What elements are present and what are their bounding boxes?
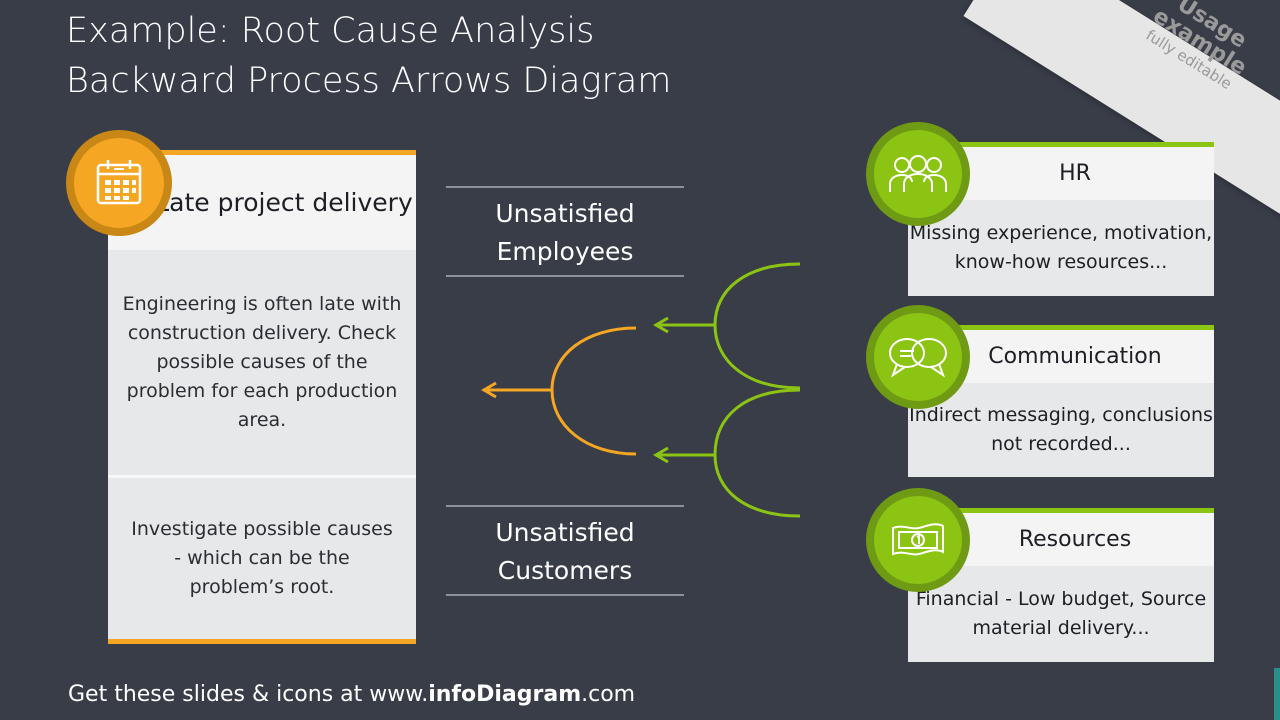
problem-card: Late project delivery Engineering is oft… [108, 150, 416, 644]
footer-text: Get these slides & icons at www.infoDiag… [68, 682, 635, 707]
orange-fork [550, 326, 637, 456]
cause-card-description: Indirect messaging, conclusions not reco… [908, 383, 1214, 477]
footer-suffix: .com [581, 682, 636, 707]
footer-brand[interactable]: infoDiagram [428, 682, 582, 707]
problem-card-description: Engineering is often late with construct… [122, 293, 402, 431]
banknote-icon [892, 523, 944, 556]
backward-arrows-diagram [481, 262, 801, 518]
cause-card-description: Financial - Low budget, Source material … [908, 566, 1214, 662]
people-group-icon [889, 155, 947, 192]
communication-icon-circle [866, 305, 970, 409]
calendar-icon [96, 160, 142, 205]
corner-accent [1274, 668, 1280, 720]
resources-icon-circle [866, 488, 970, 592]
title-line-1: Example: Root Cause Analysis [66, 11, 595, 51]
green-upper-fork [713, 262, 801, 390]
green-lower-fork [713, 388, 801, 518]
slide-title: Example: Root Cause Analysis Backward Pr… [66, 6, 826, 106]
footer-prefix: Get these slides & icons at www. [68, 682, 429, 707]
speech-bubbles-icon [889, 338, 947, 378]
problem-icon-circle [66, 130, 172, 236]
title-line-2: Backward Process Arrows Diagram [66, 61, 672, 101]
problem-card-instruction: Investigate possible causes - which can … [131, 518, 393, 598]
problem-card-divider [108, 475, 416, 478]
hr-icon-circle [866, 122, 970, 226]
cause-card-description: Missing experience, motivation, know-how… [908, 200, 1214, 296]
label-unsatisfied-employees: Unsatisfied Employees [446, 186, 684, 277]
label-unsatisfied-customers: Unsatisfied Customers [446, 505, 684, 596]
